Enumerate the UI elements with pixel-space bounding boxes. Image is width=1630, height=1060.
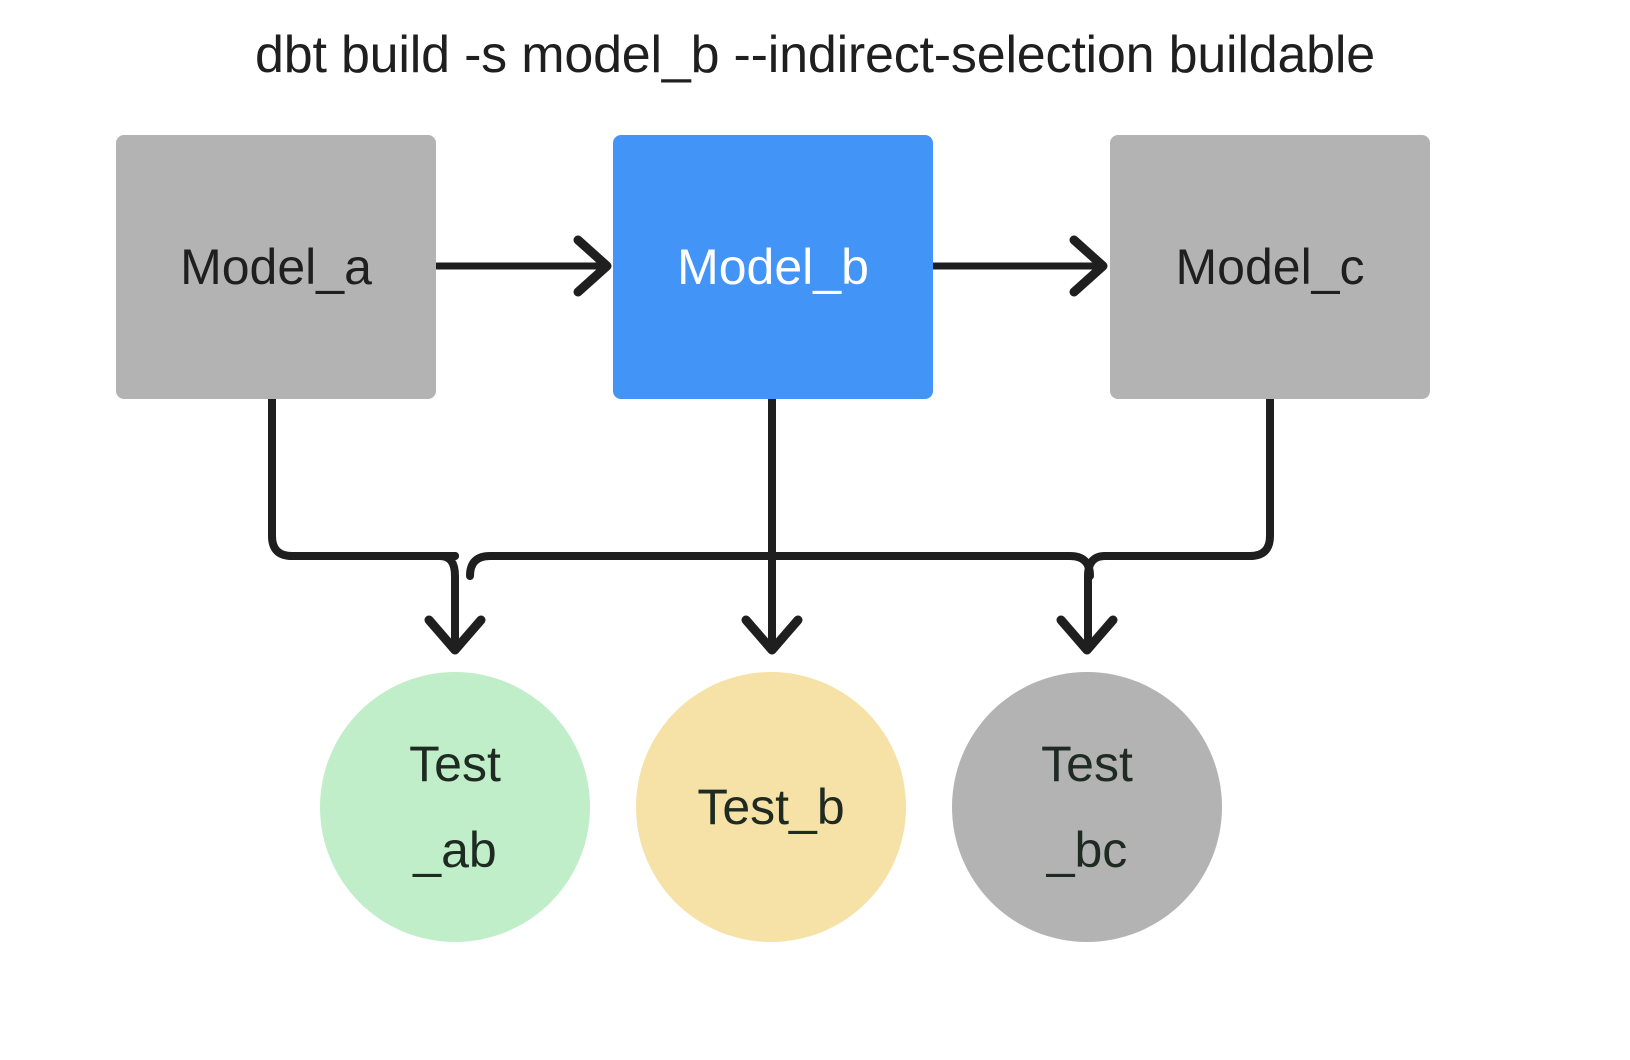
node-model-a[interactable]: Model_a [116,135,436,399]
node-test-b-label-line1: Test_b [697,779,845,835]
node-model-c[interactable]: Model_c [1110,135,1430,399]
node-test-bc[interactable]: Test _bc [952,672,1222,942]
edge-model-a-to-bus [268,395,459,560]
node-model-b[interactable]: Model_b [613,135,933,399]
node-test-ab[interactable]: Test _ab [320,672,590,942]
node-model-c-label: Model_c [1175,239,1365,295]
edge-junction-to-test-ab [424,552,486,655]
edge-junction-to-test-bc [1056,552,1118,655]
edge-model-a-to-model-b [433,235,612,297]
node-test-bc-label-line2: _bc [1046,822,1128,878]
node-model-a-label: Model_a [180,239,372,295]
node-test-bc-label-line1: Test [1041,736,1133,792]
node-model-b-label: Model_b [677,239,869,295]
edge-model-b-to-model-c [928,235,1108,297]
edge-bus-right [768,552,1094,580]
edge-model-b-to-test-b [741,395,803,655]
diagram-title: dbt build -s model_b --indirect-selectio… [255,26,1375,84]
edge-model-c-to-bus [1101,395,1274,560]
node-test-ab-label-line1: Test [409,736,501,792]
edge-bus-left [466,552,776,580]
node-test-ab-label-line2: _ab [413,822,497,878]
node-test-b[interactable]: Test_b [636,672,906,942]
